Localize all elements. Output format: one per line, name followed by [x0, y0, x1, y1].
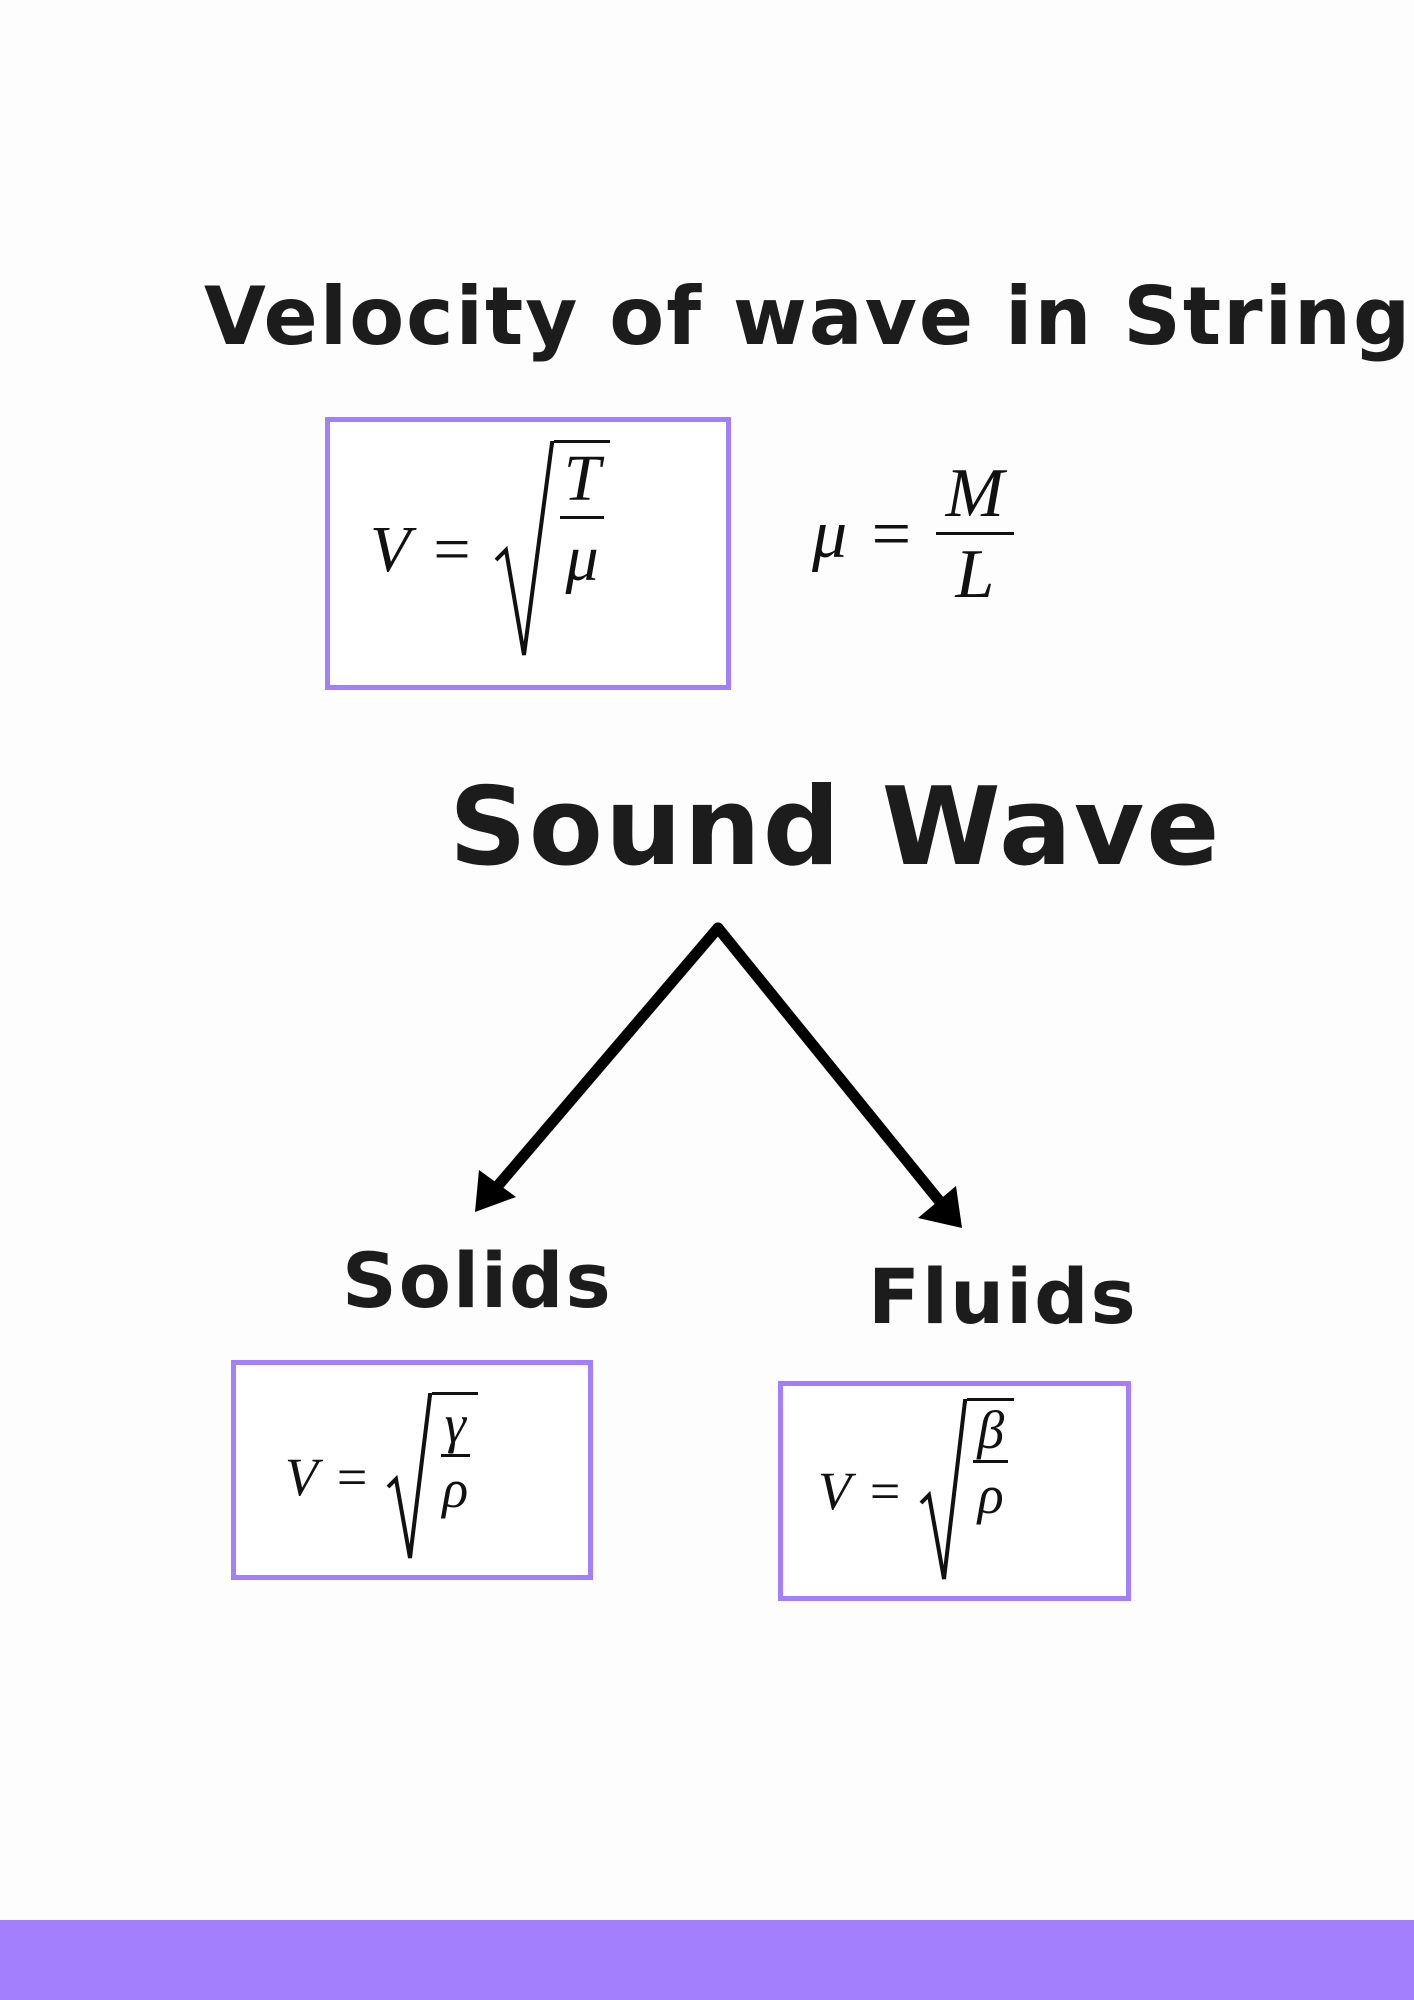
linear-density-formula: μ = M L [812, 455, 1014, 616]
denominator: μ [565, 521, 599, 595]
lhs: μ [812, 496, 848, 574]
square-root: T μ [494, 440, 611, 660]
equals: = [336, 1447, 368, 1507]
fluids-label: Fluids [868, 1252, 1138, 1341]
footer-accent-bar [0, 1920, 1414, 2000]
title: Velocity of wave in String [204, 270, 1413, 363]
numerator: γ [440, 1394, 470, 1458]
lhs: V [370, 513, 411, 586]
sound-wave-heading: Sound Wave [449, 765, 1222, 890]
arrow-to-solids-icon [475, 922, 724, 1212]
equals: = [869, 1460, 901, 1521]
equals: = [871, 496, 912, 574]
fraction: γ ρ [432, 1392, 479, 1562]
fluids-velocity-formula: V = β ρ [818, 1398, 1015, 1583]
square-root: β ρ [919, 1398, 1015, 1583]
square-root: γ ρ [386, 1392, 479, 1562]
numerator: β [973, 1400, 1009, 1464]
string-velocity-box [325, 417, 731, 690]
radical-sign-icon [919, 1399, 968, 1580]
lhs: V [818, 1460, 851, 1521]
fraction: T μ [553, 440, 611, 660]
arrow-to-fluids-icon [712, 922, 962, 1228]
solids-label: Solids [342, 1236, 613, 1325]
numerator: M [935, 455, 1014, 535]
numerator: T [559, 442, 605, 519]
denominator: L [955, 536, 995, 613]
fraction: M L [935, 455, 1014, 616]
fraction: β ρ [967, 1398, 1015, 1583]
radical-sign-icon [386, 1393, 433, 1559]
denominator: ρ [977, 1465, 1004, 1526]
solids-velocity-formula: V = γ ρ [285, 1392, 479, 1562]
radical-sign-icon [494, 441, 554, 656]
string-velocity-formula: V = T μ [370, 435, 611, 665]
lhs: V [285, 1447, 318, 1507]
equals: = [433, 513, 471, 586]
denominator: ρ [442, 1459, 469, 1520]
